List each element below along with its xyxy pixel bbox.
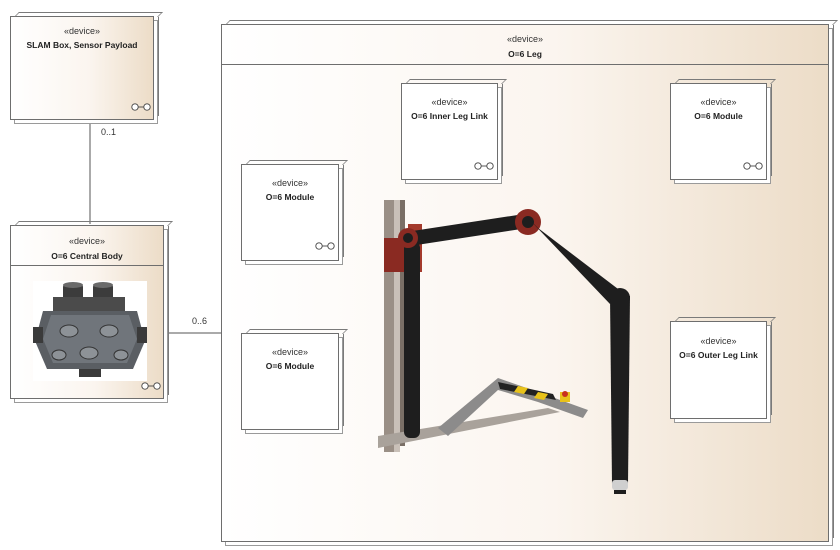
node-slam-box[interactable]: «device» SLAM Box, Sensor Payload — [10, 16, 159, 120]
node-name: O=6 Inner Leg Link — [411, 111, 488, 121]
stereotype-label: «device» — [68, 236, 106, 246]
node-name: O=6 Leg — [508, 49, 542, 59]
device-node-icon — [141, 382, 161, 390]
node-name: O=6 Outer Leg Link — [679, 350, 758, 360]
node-module-left-upper[interactable]: «device» O=6 Module — [241, 164, 344, 261]
central-body-image — [33, 281, 147, 381]
leg-photo — [378, 200, 630, 494]
device-node-icon — [315, 242, 335, 250]
node-name: O=6 Central Body — [51, 251, 123, 261]
node-name: SLAM Box, Sensor Payload — [26, 40, 138, 50]
stereotype-label: «device» — [271, 347, 309, 357]
name-divider — [11, 265, 163, 266]
device-node-icon — [743, 162, 763, 170]
device-node-icon — [474, 162, 494, 170]
node-outer-leg-link[interactable]: «device» O=6 Outer Leg Link — [670, 321, 772, 419]
stereotype-label: «device» — [431, 97, 468, 107]
stereotype-label: «device» — [63, 26, 101, 36]
node-name: O=6 Module — [694, 111, 743, 121]
node-inner-leg-link[interactable]: «device» O=6 Inner Leg Link — [401, 83, 503, 180]
name-divider — [222, 64, 828, 65]
node-central-body[interactable]: «device» O=6 Central Body — [10, 225, 169, 399]
node-module-top-right[interactable]: «device» O=6 Module — [670, 83, 772, 180]
stereotype-label: «device» — [700, 97, 737, 107]
stereotype-label: «device» — [271, 178, 309, 188]
multiplicity-slam-body: 0..1 — [101, 127, 117, 137]
node-name: O=6 Module — [265, 192, 315, 202]
multiplicity-body-leg: 0..6 — [192, 316, 208, 326]
device-node-icon — [131, 103, 151, 111]
node-name: O=6 Module — [265, 361, 315, 371]
stereotype-label: «device» — [700, 336, 737, 346]
node-module-left-lower[interactable]: «device» O=6 Module — [241, 333, 344, 430]
stereotype-label: «device» — [506, 34, 544, 44]
